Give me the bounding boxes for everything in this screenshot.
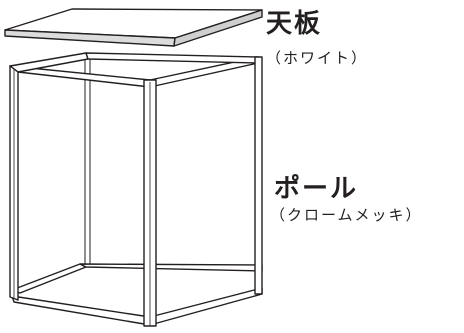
top-board-panel bbox=[4, 8, 263, 47]
pole-finish-label: （クロームメッキ） bbox=[270, 206, 423, 224]
top-board-color-label: （ホワイト） bbox=[266, 49, 369, 67]
top-board-label: 天板 bbox=[266, 9, 323, 39]
top-board-right-edge bbox=[173, 9, 263, 47]
back-poles bbox=[84, 55, 261, 266]
pole-label: ポール bbox=[274, 174, 359, 204]
right-pole bbox=[254, 56, 263, 295]
bottom-rails bbox=[11, 263, 263, 326]
pole-frame bbox=[9, 52, 263, 327]
top-rails bbox=[9, 52, 259, 88]
